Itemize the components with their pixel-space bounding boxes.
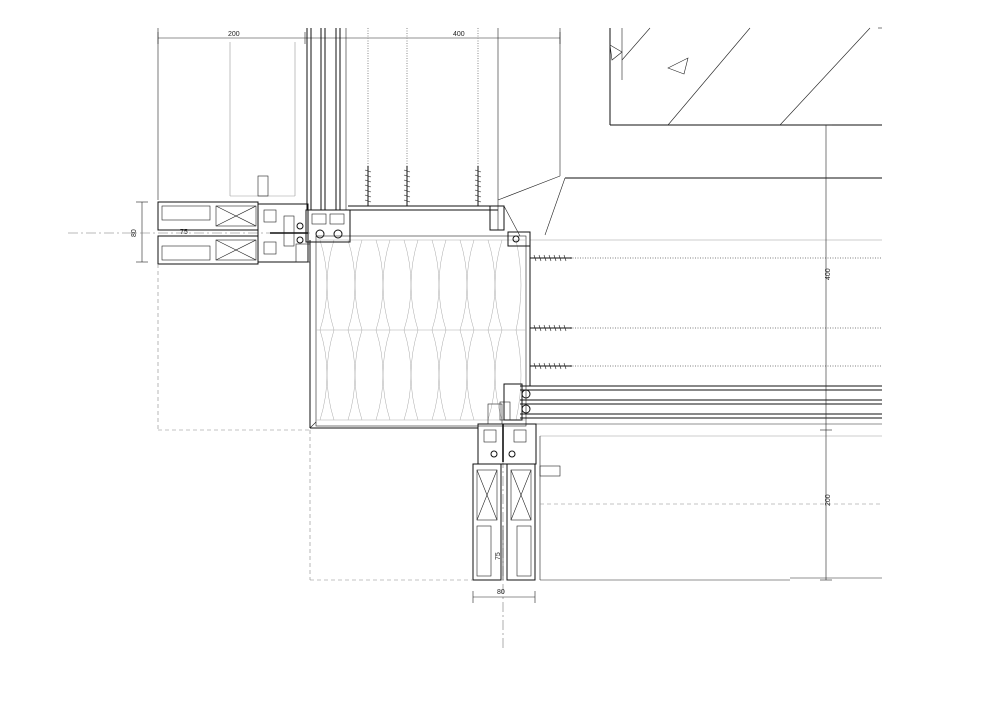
dim-bottom-75: 75 bbox=[495, 552, 502, 560]
dim-left-75: 75 bbox=[180, 229, 188, 236]
dim-right-200: 200 bbox=[825, 494, 832, 506]
corner-fitting-top-right bbox=[489, 200, 531, 247]
screw-right-2 bbox=[530, 324, 572, 332]
dim-top-left: 200 bbox=[228, 31, 240, 38]
left-frame-profile: 80 75 bbox=[68, 201, 351, 265]
right-glazing-band bbox=[499, 177, 882, 581]
screw-right-1 bbox=[530, 254, 572, 262]
screw-right-3 bbox=[530, 362, 572, 370]
structure-hatched-top-right bbox=[609, 27, 882, 126]
top-wall-section: 200 400 bbox=[157, 28, 561, 210]
right-dimensions: 400 200 bbox=[820, 124, 832, 581]
dim-bottom-80: 80 bbox=[497, 589, 505, 596]
screw-top-3 bbox=[474, 166, 482, 206]
bottom-frame-profile: 75 80 bbox=[157, 264, 537, 650]
dim-top-right: 400 bbox=[453, 31, 465, 38]
dim-left-80: 80 bbox=[131, 229, 138, 237]
screw-top-1 bbox=[364, 166, 372, 206]
screw-top-2 bbox=[403, 166, 411, 206]
corner-post-insulated bbox=[309, 205, 531, 429]
dim-right-400: 400 bbox=[825, 268, 832, 280]
